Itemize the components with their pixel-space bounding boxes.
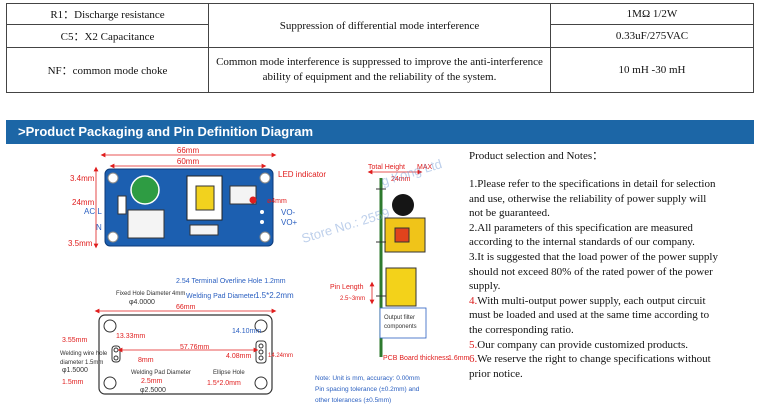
note-line-1: Note: Unit is mm, accuracy: 0.00mm xyxy=(315,375,420,382)
ellipse-value: 1.5*2.0mm xyxy=(207,380,241,387)
dim-355: 3.55mm xyxy=(62,337,87,344)
function-line: Common mode interference is suppressed t… xyxy=(216,56,543,68)
pcb-thickness-value: 1.6mm xyxy=(448,355,470,362)
bottom-board-view xyxy=(94,308,277,395)
common-mode-choke xyxy=(127,209,165,239)
dim-66-bottom: 66mm xyxy=(176,304,196,311)
capacitor xyxy=(130,175,160,205)
dim-15: 1.5mm xyxy=(62,379,84,386)
ac-n-label: N xyxy=(96,223,102,232)
vo-plus-label: VO+ xyxy=(281,218,298,227)
dim-66: 66mm xyxy=(177,146,200,155)
table-row: R1：Discharge resistance Suppression of d… xyxy=(6,3,754,48)
led-label: LED indicator xyxy=(278,170,326,179)
ac-l-label: AC L xyxy=(84,207,102,216)
spec-table: R1：Discharge resistance Suppression of d… xyxy=(6,3,754,93)
dim-1333: 13.33mm xyxy=(116,333,145,340)
pin-length-value: 2.5~3mm xyxy=(340,296,365,302)
phi-25000: φ2.5000 xyxy=(140,387,166,394)
note-line-3: other tolerances (±0.5mm) xyxy=(315,397,391,404)
welding-pad-label: Welding Pad Diameter xyxy=(186,293,257,300)
welding-pad-value: 1.5*2.2mm xyxy=(255,291,294,300)
terminal-title: 2.54 Terminal Overline Hole 1.2mm xyxy=(176,278,286,285)
list-item: 6.We reserve the right to change specifi… xyxy=(469,353,711,380)
weld-wire-hole: Welding wire hole xyxy=(60,351,108,357)
fixed-hole-label: Fixed Hole Diameter xyxy=(116,291,171,297)
list-item: 5.Our company can provide customized pro… xyxy=(469,338,689,351)
hole-diameter: ø4mm xyxy=(267,198,287,205)
fixed-hole-value: 4mm xyxy=(172,291,185,297)
dim-8: 8mm xyxy=(138,357,154,364)
pad-diameter-label: Welding Pad Diameter xyxy=(131,370,191,376)
dim-34: 3.4mm xyxy=(70,174,95,183)
filter-label-1: Output filter xyxy=(384,315,415,321)
function-line: ability of equipment and the reliability… xyxy=(262,71,497,83)
list-item: 2.All parameters of this specification a… xyxy=(469,221,695,249)
dim-1410: 14.10mm xyxy=(232,328,261,335)
dim-408: 4.08mm xyxy=(226,353,251,360)
side-capacitor xyxy=(392,194,414,216)
table-row: NF：common mode choke Common mode interfe… xyxy=(6,47,754,93)
list-item: 4.With multi-output power supply, each o… xyxy=(469,294,710,336)
section-banner: >Product Packaging and Pin Definition Di… xyxy=(6,120,754,144)
dim-35: 3.5mm xyxy=(68,239,93,248)
function-cell: Common mode interference is suppressed t… xyxy=(208,47,551,93)
led-indicator xyxy=(249,196,257,204)
vo-minus-label: VO- xyxy=(281,208,296,217)
phi-15000: φ1.5000 xyxy=(62,367,88,374)
dim-5776: 57.76mm xyxy=(180,344,209,351)
notes-title: Product selection and Notes： xyxy=(469,150,604,162)
total-height: Total Height xyxy=(368,164,405,171)
component-cell: NF：common mode choke xyxy=(6,47,209,93)
ellipse-hole-label: Ellipse Hole xyxy=(213,370,245,376)
top-board-view: 66mm 60mm xyxy=(93,146,277,249)
side-dim-24: 24mm xyxy=(391,176,411,183)
pin-length-label: Pin Length xyxy=(330,284,364,291)
weld-wire-diameter: diameter 1.5mm xyxy=(60,360,103,366)
value-cell: 0.33uF/275VAC xyxy=(550,24,754,48)
dim-24: 24mm xyxy=(72,198,95,207)
dim-1424: 14.24mm xyxy=(268,353,293,359)
table-row: C5：X2 Capacitance 0.33uF/275VAC xyxy=(6,24,754,48)
notes-panel: Product selection and Notes： 1.Please re… xyxy=(469,148,755,381)
side-view xyxy=(367,169,427,357)
value-cell: 10 mH -30 mH xyxy=(550,47,754,93)
list-item: 3.It is suggested that the load power of… xyxy=(469,250,718,293)
pcb-outline xyxy=(98,314,273,395)
phi-4000: φ4.0000 xyxy=(129,299,155,306)
filter-label-2: components xyxy=(384,324,417,330)
pcb-thickness-label: PCB Board thickness xyxy=(383,355,450,362)
max-label: MAX xyxy=(417,164,433,171)
pad-25: 2.5mm xyxy=(141,378,163,385)
dim-60: 60mm xyxy=(177,157,200,166)
list-item: 1.Please refer to the specifications in … xyxy=(469,178,716,220)
note-line-2: Pin spacing tolerance (±0.2mm) and xyxy=(315,386,420,393)
